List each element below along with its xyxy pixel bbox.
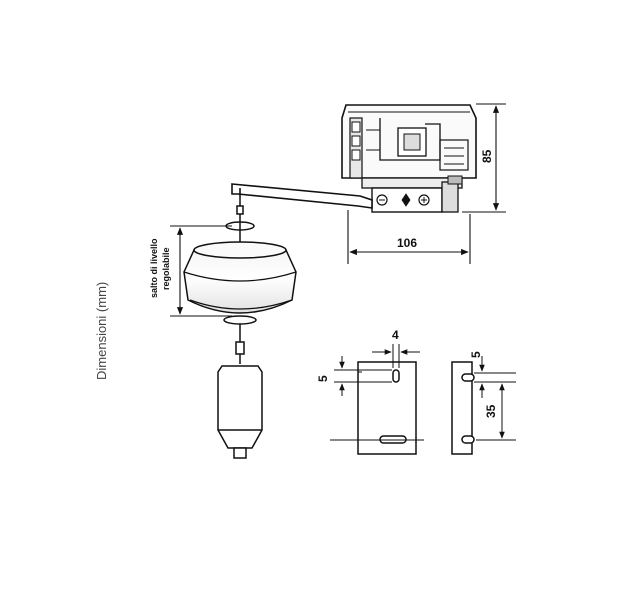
slot-height-left-value: 5	[316, 375, 330, 382]
level-jump-label-line2: regolabile	[161, 247, 171, 290]
float-assembly	[183, 196, 297, 459]
slot-width-value: 4	[392, 328, 399, 342]
bracket-front-view	[357, 361, 417, 455]
switch-housing	[341, 104, 477, 213]
lever-arm	[231, 183, 373, 209]
dimensions-unit-label: Dimensioni (mm)	[94, 282, 109, 380]
level-jump-label-line1: salto di livello	[149, 238, 159, 298]
width-dimension	[347, 210, 471, 264]
slot-height-right-value: 5	[469, 351, 483, 358]
height-dimension	[462, 103, 506, 213]
bracket-front-dimensions	[330, 344, 424, 441]
bracket-side-dimensions	[474, 356, 516, 441]
slot-spacing-value: 35	[484, 404, 498, 418]
width-value: 106	[397, 236, 417, 250]
bracket-side-view	[451, 361, 475, 455]
height-value: 85	[480, 149, 494, 163]
level-jump-dimension	[170, 225, 232, 317]
